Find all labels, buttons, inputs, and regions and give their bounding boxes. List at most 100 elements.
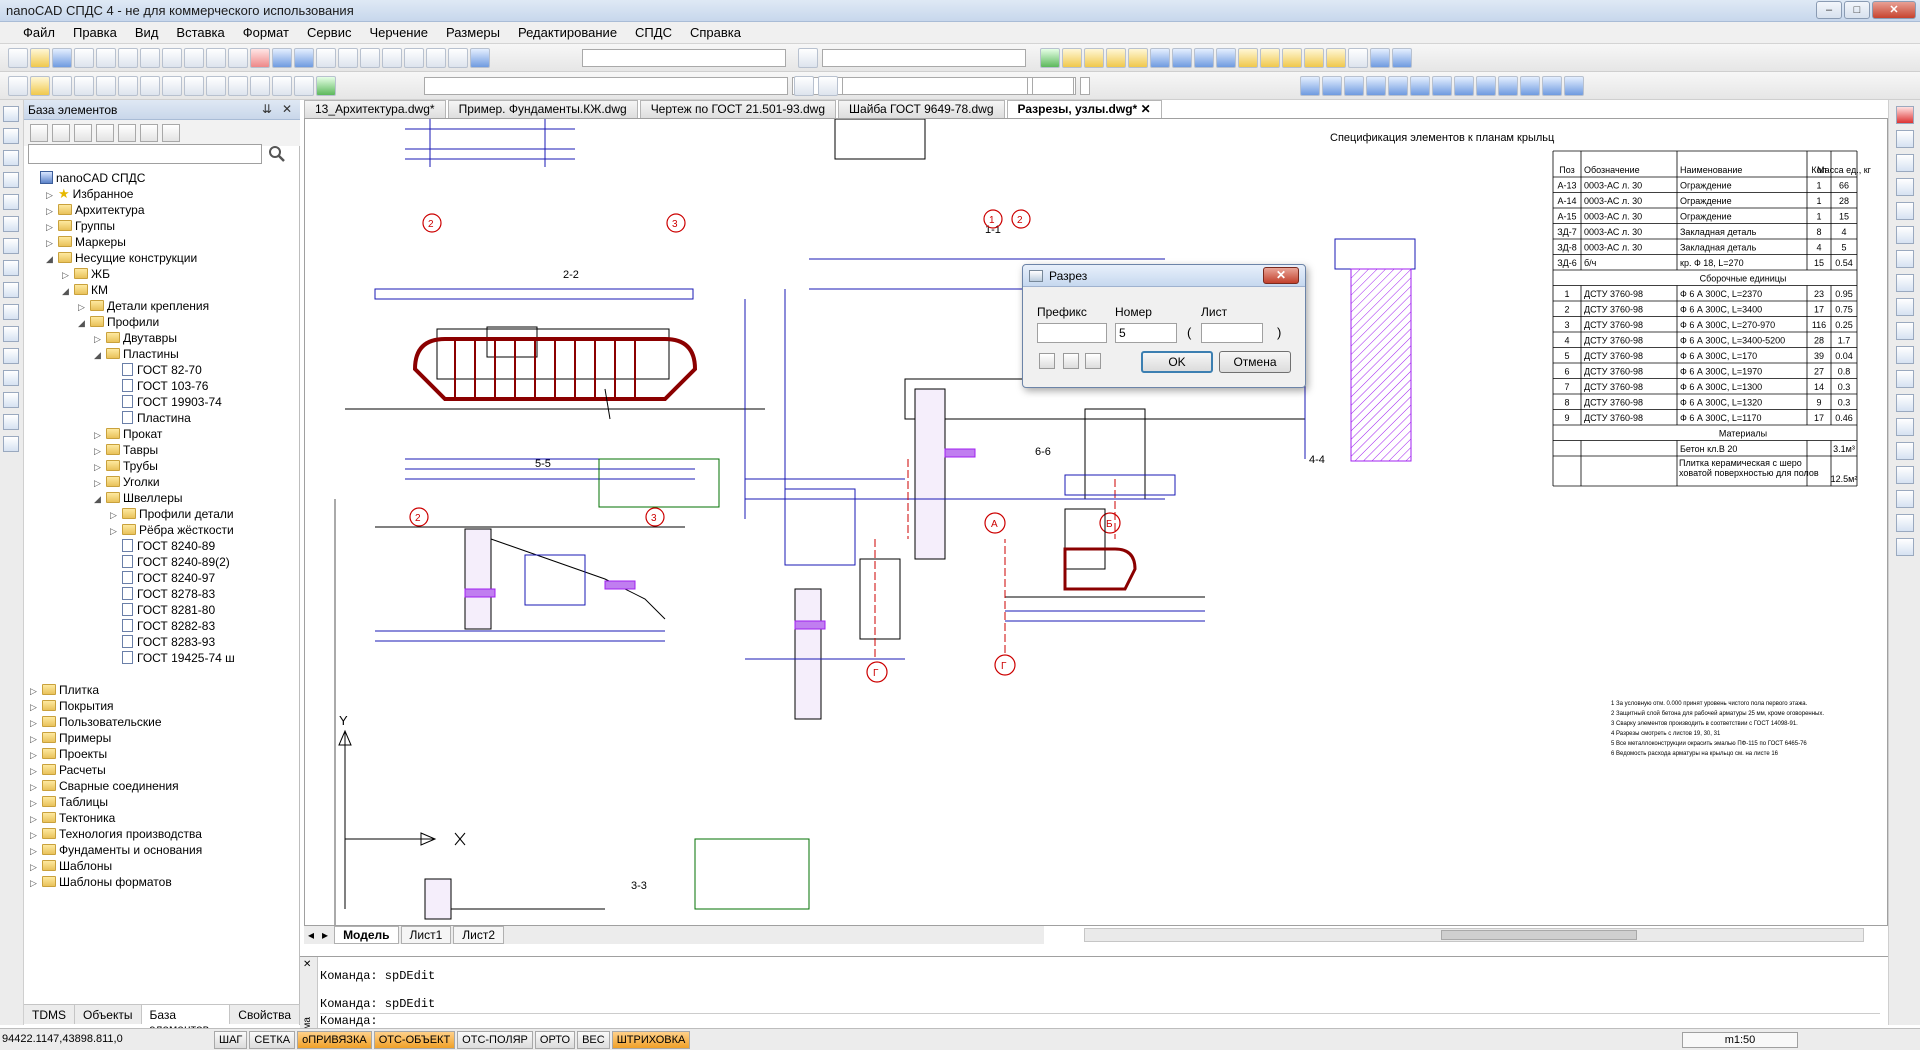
tree-item[interactable]: ▷Группы bbox=[46, 218, 115, 234]
group-icon[interactable] bbox=[1896, 514, 1914, 532]
tree-expander-icon[interactable]: ▷ bbox=[62, 270, 69, 280]
tool-icon[interactable] bbox=[1326, 48, 1346, 68]
tree-item[interactable]: ▷Маркеры bbox=[46, 234, 126, 250]
tab-sheet1[interactable]: Лист1 bbox=[400, 926, 452, 944]
doc-tab-sections[interactable]: Разрезы, узлы.dwg* ✕ bbox=[1006, 100, 1162, 118]
tab-objects[interactable]: Объекты bbox=[75, 1005, 142, 1024]
dim-linear-icon[interactable] bbox=[1300, 76, 1320, 96]
new-file-icon[interactable] bbox=[8, 48, 28, 68]
tree-item[interactable]: ◢Пластины bbox=[94, 346, 179, 362]
dim-chain-icon[interactable] bbox=[1542, 76, 1562, 96]
command-input[interactable]: Команда: bbox=[320, 1013, 1880, 1028]
copy-object-icon[interactable] bbox=[1896, 130, 1914, 148]
hatch-icon[interactable] bbox=[162, 76, 182, 96]
save-icon[interactable] bbox=[52, 48, 72, 68]
block-icon[interactable] bbox=[184, 76, 204, 96]
section-cut-icon[interactable] bbox=[1172, 48, 1192, 68]
tree-expander-icon[interactable]: ▷ bbox=[30, 862, 37, 872]
dim-arc-icon[interactable] bbox=[1476, 76, 1496, 96]
move-icon[interactable] bbox=[1896, 226, 1914, 244]
tree-item[interactable]: ◢Несущие конструкции bbox=[46, 250, 197, 266]
search-icon[interactable] bbox=[268, 145, 286, 163]
tree-item[interactable]: ▷Уголки bbox=[94, 474, 160, 490]
tree-expander-icon[interactable]: ▷ bbox=[78, 302, 85, 312]
tree-item[interactable]: ▷Покрытия bbox=[30, 698, 114, 714]
draw-rectangle-icon[interactable] bbox=[3, 194, 19, 210]
field-icon[interactable] bbox=[294, 76, 314, 96]
tree-expander-icon[interactable]: ▷ bbox=[46, 206, 53, 216]
sheet-input[interactable] bbox=[1201, 323, 1263, 343]
layer-match-icon[interactable] bbox=[794, 76, 814, 96]
dialog-pick-icon[interactable] bbox=[1085, 353, 1101, 369]
delete-element-icon[interactable] bbox=[30, 124, 48, 142]
level-mark-2-icon[interactable] bbox=[1260, 48, 1280, 68]
draw-ellipse-icon[interactable] bbox=[3, 304, 19, 320]
polyline-icon[interactable] bbox=[30, 76, 50, 96]
tree-item[interactable]: ▷Детали крепления bbox=[78, 298, 209, 314]
menu-file[interactable]: Файл bbox=[23, 25, 55, 40]
doc-tab-washer[interactable]: Шайба ГОСТ 9649-78.dwg bbox=[838, 100, 1005, 118]
draw-construction-line-icon[interactable] bbox=[3, 128, 19, 144]
zoom-previous-icon[interactable] bbox=[404, 48, 424, 68]
tree-item[interactable]: ▷Профили детали bbox=[110, 506, 234, 522]
draw-arc-icon[interactable] bbox=[3, 216, 19, 232]
tree-expander-icon[interactable]: ▷ bbox=[94, 478, 101, 488]
plotstyle-combo[interactable] bbox=[1080, 77, 1090, 95]
menu-insert[interactable]: Вставка bbox=[176, 25, 225, 40]
panel-close-icon[interactable]: ✕ bbox=[282, 102, 293, 116]
tree-expander-icon[interactable]: ▷ bbox=[30, 686, 37, 696]
color-combo[interactable] bbox=[424, 77, 788, 95]
tree-item[interactable]: ▷Фундаменты и основания bbox=[30, 842, 202, 858]
layer-combo[interactable] bbox=[582, 49, 786, 67]
spec-icon[interactable] bbox=[1392, 48, 1412, 68]
stamp-icon[interactable] bbox=[1304, 48, 1324, 68]
scale-icon[interactable] bbox=[1896, 274, 1914, 292]
tree-expander-icon[interactable]: ▷ bbox=[94, 446, 101, 456]
dim-horizontal-icon[interactable] bbox=[1322, 76, 1342, 96]
tree-expander-icon[interactable]: ▷ bbox=[30, 702, 37, 712]
draw-spline-icon[interactable] bbox=[3, 282, 19, 298]
tree-expander-icon[interactable]: ◢ bbox=[78, 318, 85, 328]
line-icon[interactable] bbox=[8, 76, 28, 96]
draw-table-icon[interactable] bbox=[3, 370, 19, 386]
draw-circle-icon[interactable] bbox=[3, 238, 19, 254]
status-toggle[interactable]: ОРТО bbox=[534, 1031, 576, 1049]
tab-properties[interactable]: Свойства bbox=[230, 1005, 300, 1024]
break-icon[interactable] bbox=[1896, 370, 1914, 388]
draw-line-icon[interactable] bbox=[3, 106, 19, 122]
view-mode-icon[interactable] bbox=[118, 124, 136, 142]
tab-tdms[interactable]: TDMS bbox=[24, 1005, 75, 1024]
tree-item[interactable]: ▷Сварные соединения bbox=[30, 778, 179, 794]
tree-item[interactable]: ГОСТ 8281-80 bbox=[110, 602, 215, 618]
ungroup-icon[interactable] bbox=[1896, 538, 1914, 556]
status-toggle[interactable]: ШТРИХОВКА bbox=[611, 1031, 691, 1049]
tree-item[interactable]: ▷Прокат bbox=[94, 426, 162, 442]
menu-view[interactable]: Вид bbox=[134, 25, 159, 40]
status-toggle[interactable]: ОТС-ПОЛЯР bbox=[457, 1031, 533, 1049]
rotate-icon[interactable] bbox=[1896, 250, 1914, 268]
measure-icon[interactable] bbox=[448, 48, 468, 68]
publish-icon[interactable] bbox=[118, 48, 138, 68]
help-icon[interactable] bbox=[470, 48, 490, 68]
format-icon[interactable] bbox=[1282, 48, 1302, 68]
tree-item[interactable]: ГОСТ 8283-93 bbox=[110, 634, 215, 650]
level-mark-icon[interactable] bbox=[1238, 48, 1258, 68]
menu-edit[interactable]: Правка bbox=[72, 25, 117, 40]
spds-object-icon[interactable] bbox=[1040, 48, 1060, 68]
tree-expander-icon[interactable]: ▷ bbox=[46, 190, 53, 200]
dim-edit-icon[interactable] bbox=[1564, 76, 1584, 96]
array-icon[interactable] bbox=[1896, 202, 1914, 220]
tab-nav-prev-icon[interactable]: ◂ bbox=[308, 928, 315, 942]
tree-expander-icon[interactable]: ◢ bbox=[94, 350, 101, 360]
tree-expander-icon[interactable]: ▷ bbox=[30, 798, 37, 808]
trim-icon[interactable] bbox=[1896, 322, 1914, 340]
tree-item[interactable]: ▷Расчеты bbox=[30, 762, 106, 778]
tree-item[interactable]: ▷Двутавры bbox=[94, 330, 177, 346]
tree-item[interactable]: ▷Таблицы bbox=[30, 794, 108, 810]
tree-item[interactable]: ▷Технология производства bbox=[30, 826, 202, 842]
tree-expander-icon[interactable]: ◢ bbox=[46, 254, 53, 264]
tree-item[interactable]: ГОСТ 82-70 bbox=[110, 362, 202, 378]
redo-icon[interactable] bbox=[294, 48, 314, 68]
grid-icon[interactable] bbox=[1370, 48, 1390, 68]
join-icon[interactable] bbox=[1896, 394, 1914, 412]
